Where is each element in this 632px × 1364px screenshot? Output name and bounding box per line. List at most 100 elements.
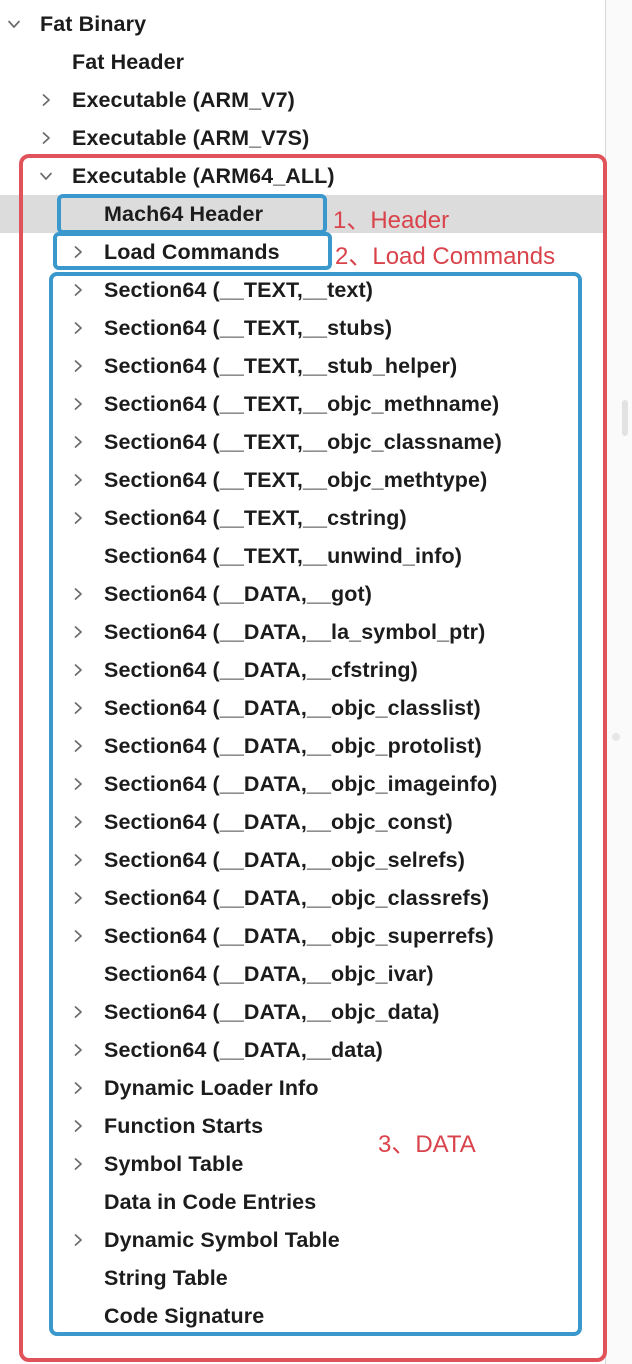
chevron-right-icon[interactable]	[68, 651, 88, 689]
annotation-data: 3、DATA	[378, 1131, 476, 1158]
tree-item[interactable]: Code Signature	[0, 1297, 605, 1335]
tree-item[interactable]: Dynamic Symbol Table	[0, 1221, 605, 1259]
detail-pane	[606, 0, 632, 1364]
tree-item-label: Load Commands	[104, 240, 280, 264]
tree-item-label: Section64 (__TEXT,__text)	[104, 278, 373, 302]
chevron-right-icon[interactable]	[68, 993, 88, 1031]
tree-item-label: Section64 (__TEXT,__stubs)	[104, 316, 393, 340]
chevron-down-icon[interactable]	[4, 5, 24, 43]
chevron-right-icon[interactable]	[68, 1221, 88, 1259]
tree-item-label: Data in Code Entries	[104, 1190, 317, 1214]
tree-item[interactable]: Section64 (__DATA,__objc_selrefs)	[0, 841, 605, 879]
tree-item[interactable]: Function Starts	[0, 1107, 605, 1145]
tree-item[interactable]: Section64 (__DATA,__objc_data)	[0, 993, 605, 1031]
tree-item[interactable]: Section64 (__TEXT,__cstring)	[0, 499, 605, 537]
chevron-right-icon[interactable]	[68, 765, 88, 803]
chevron-down-icon[interactable]	[36, 157, 56, 195]
chevron-right-icon[interactable]	[68, 727, 88, 765]
chevron-right-icon[interactable]	[36, 81, 56, 119]
chevron-right-icon[interactable]	[68, 841, 88, 879]
tree-item[interactable]: Fat Header	[0, 43, 605, 81]
chevron-right-icon[interactable]	[68, 1031, 88, 1069]
tree-item[interactable]: Section64 (__DATA,__objc_classrefs)	[0, 879, 605, 917]
tree-item[interactable]: Data in Code Entries	[0, 1183, 605, 1221]
chevron-right-icon[interactable]	[68, 613, 88, 651]
chevron-right-icon[interactable]	[68, 499, 88, 537]
tree-item-label: Section64 (__DATA,__objc_ivar)	[104, 962, 434, 986]
chevron-right-icon[interactable]	[68, 803, 88, 841]
tree-item[interactable]: Section64 (__TEXT,__stub_helper)	[0, 347, 605, 385]
chevron-right-icon[interactable]	[68, 879, 88, 917]
tree-item[interactable]: Mach64 Header	[0, 195, 605, 233]
chevron-right-icon[interactable]	[68, 309, 88, 347]
pane-resize-dot	[612, 733, 620, 741]
tree-item[interactable]: Section64 (__DATA,__objc_imageinfo)	[0, 765, 605, 803]
tree-item-label: Dynamic Symbol Table	[104, 1228, 340, 1252]
tree-item-label: Section64 (__DATA,__got)	[104, 582, 373, 606]
tree-item-label: Executable (ARM64_ALL)	[72, 164, 335, 188]
tree-item-label: Fat Header	[72, 50, 185, 74]
chevron-right-icon[interactable]	[68, 917, 88, 955]
chevron-right-icon[interactable]	[68, 423, 88, 461]
tree-item-label: Section64 (__TEXT,__stub_helper)	[104, 354, 458, 378]
tree-item[interactable]: Dynamic Loader Info	[0, 1069, 605, 1107]
annotation-header: 1、Header	[333, 207, 450, 234]
tree-item-label: Symbol Table	[104, 1152, 244, 1176]
chevron-right-icon[interactable]	[68, 575, 88, 613]
tree-item-label: Section64 (__DATA,__objc_imageinfo)	[104, 772, 498, 796]
tree-item[interactable]: Section64 (__TEXT,__objc_methtype)	[0, 461, 605, 499]
tree-item-label: String Table	[104, 1266, 228, 1290]
tree-item[interactable]: Section64 (__TEXT,__objc_classname)	[0, 423, 605, 461]
tree-item[interactable]: Section64 (__TEXT,__stubs)	[0, 309, 605, 347]
tree-item[interactable]: Section64 (__TEXT,__objc_methname)	[0, 385, 605, 423]
tree-item-label: Section64 (__DATA,__objc_protolist)	[104, 734, 482, 758]
chevron-right-icon[interactable]	[68, 271, 88, 309]
tree-item[interactable]: Load Commands	[0, 233, 605, 271]
tree-item[interactable]: Section64 (__DATA,__got)	[0, 575, 605, 613]
tree-item-label: Section64 (__DATA,__cfstring)	[104, 658, 418, 682]
tree-item[interactable]: Executable (ARM_V7)	[0, 81, 605, 119]
tree-item-label: Section64 (__TEXT,__objc_classname)	[104, 430, 502, 454]
tree-item-label: Section64 (__TEXT,__cstring)	[104, 506, 407, 530]
chevron-right-icon[interactable]	[68, 233, 88, 271]
tree-item-label: Executable (ARM_V7)	[72, 88, 295, 112]
tree-item[interactable]: Section64 (__DATA,__la_symbol_ptr)	[0, 613, 605, 651]
tree-item-label: Section64 (__DATA,__objc_selrefs)	[104, 848, 465, 872]
tree-item[interactable]: Symbol Table	[0, 1145, 605, 1183]
annotation-load-commands: 2、Load Commands	[335, 243, 556, 270]
scrollbar-knob[interactable]	[622, 400, 628, 436]
tree-item[interactable]: String Table	[0, 1259, 605, 1297]
tree-item-label: Function Starts	[104, 1114, 264, 1138]
chevron-right-icon[interactable]	[68, 1145, 88, 1183]
tree-item-label: Section64 (__TEXT,__objc_methname)	[104, 392, 500, 416]
tree-item-label: Section64 (__DATA,__data)	[104, 1038, 383, 1062]
tree-item-label: Section64 (__DATA,__objc_classlist)	[104, 696, 481, 720]
tree-item[interactable]: Section64 (__TEXT,__text)	[0, 271, 605, 309]
chevron-right-icon[interactable]	[68, 385, 88, 423]
tree-item[interactable]: Fat Binary	[0, 5, 605, 43]
tree-item[interactable]: Executable (ARM64_ALL)	[0, 157, 605, 195]
tree-item-label: Section64 (__TEXT,__objc_methtype)	[104, 468, 488, 492]
tree-item[interactable]: Executable (ARM_V7S)	[0, 119, 605, 157]
tree-item[interactable]: Section64 (__DATA,__cfstring)	[0, 651, 605, 689]
tree-item-label: Section64 (__DATA,__objc_superrefs)	[104, 924, 494, 948]
tree-item[interactable]: Section64 (__TEXT,__unwind_info)	[0, 537, 605, 575]
chevron-right-icon[interactable]	[68, 347, 88, 385]
tree-item-label: Section64 (__DATA,__objc_const)	[104, 810, 453, 834]
chevron-right-icon[interactable]	[36, 119, 56, 157]
tree-item[interactable]: Section64 (__DATA,__objc_classlist)	[0, 689, 605, 727]
chevron-right-icon[interactable]	[68, 689, 88, 727]
tree-item[interactable]: Section64 (__DATA,__objc_protolist)	[0, 727, 605, 765]
tree-item[interactable]: Section64 (__DATA,__data)	[0, 1031, 605, 1069]
tree-item[interactable]: Section64 (__DATA,__objc_superrefs)	[0, 917, 605, 955]
tree-item-label: Section64 (__DATA,__objc_data)	[104, 1000, 440, 1024]
tree-item-label: Fat Binary	[40, 12, 147, 36]
tree-item[interactable]: Section64 (__DATA,__objc_ivar)	[0, 955, 605, 993]
chevron-right-icon[interactable]	[68, 1107, 88, 1145]
chevron-right-icon[interactable]	[68, 1069, 88, 1107]
tree-item-label: Dynamic Loader Info	[104, 1076, 319, 1100]
chevron-right-icon[interactable]	[68, 461, 88, 499]
tree-item-label: Section64 (__DATA,__objc_classrefs)	[104, 886, 490, 910]
tree-item[interactable]: Section64 (__DATA,__objc_const)	[0, 803, 605, 841]
